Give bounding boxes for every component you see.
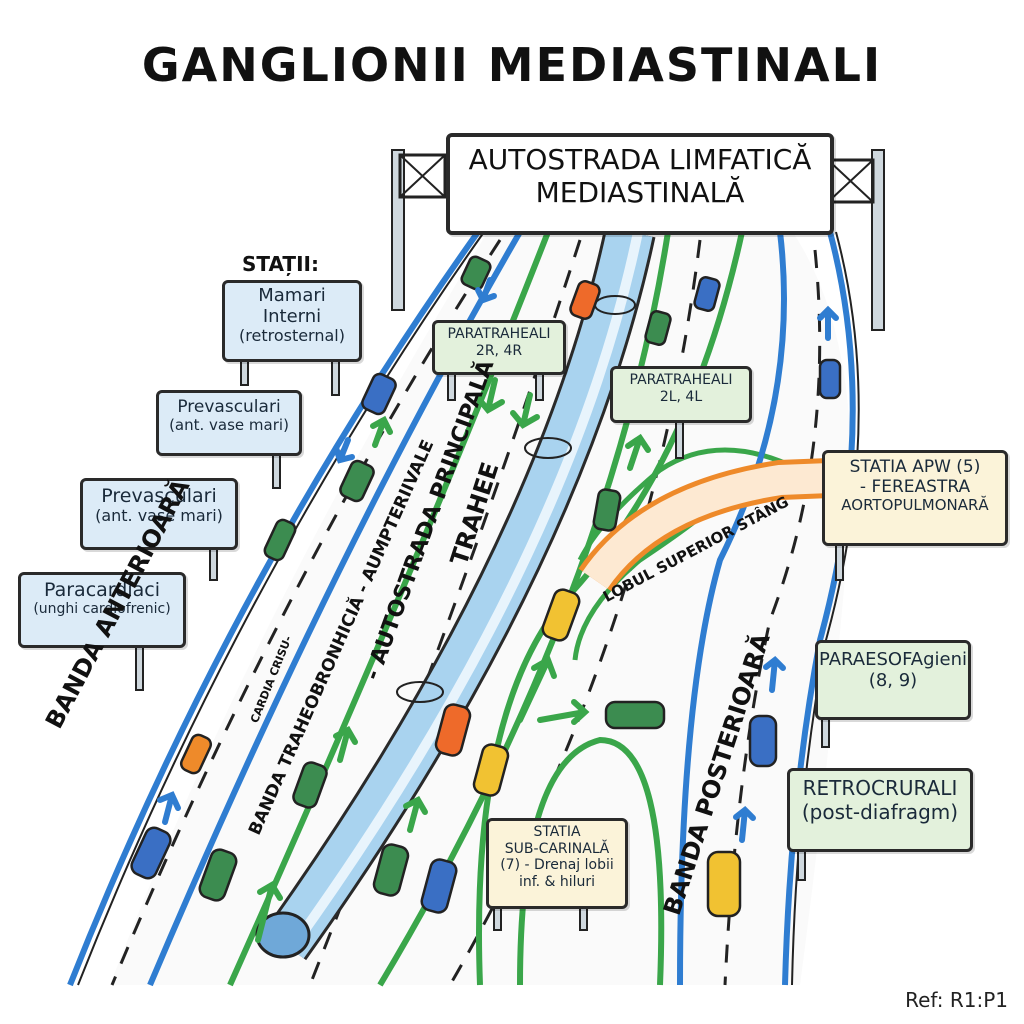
car — [569, 280, 601, 320]
sign-line: inf. & hiluri — [518, 873, 596, 890]
sign-line: (7) - Drenaj lobii — [500, 857, 614, 874]
anterior-lane-edge-outer — [67, 230, 481, 987]
sign-line: SUB-CARINALĂ — [504, 840, 610, 857]
sign-line: (retrosternal) — [239, 326, 345, 346]
stations-heading: STAȚII: — [242, 252, 319, 276]
car — [420, 858, 458, 914]
car — [292, 761, 328, 809]
arrow-icon — [333, 726, 358, 763]
sign-line: Prevasculari — [101, 485, 217, 507]
sign-paratraheali-right: PARATRAHEALI 2R, 4R — [432, 320, 566, 375]
car — [372, 843, 410, 897]
arrow-icon — [370, 415, 393, 448]
sign-line: PARATRAHEALI — [629, 372, 733, 388]
cars — [130, 255, 842, 918]
sign-line: Mamari — [258, 285, 326, 306]
left-upper-lobe-band-fill — [582, 463, 831, 589]
gantry-left-post — [391, 149, 405, 311]
arrow-icon — [475, 277, 497, 304]
car — [693, 276, 721, 312]
car — [541, 588, 581, 642]
sign-line: (unghi cardiofrenic) — [33, 601, 171, 618]
arrow-icon — [537, 699, 590, 725]
trachea-ring-1 — [524, 437, 572, 459]
arrow-icon — [517, 655, 557, 723]
sign-line: 2R, 4R — [475, 342, 523, 359]
car — [706, 850, 742, 918]
sign-paratraheali-left: PARATRAHEALI 2L, 4L — [610, 366, 752, 423]
sign-line: PARAESOFAgieni — [819, 649, 967, 670]
sign-prevasculari-upper: Prevasculari (ant. vase mari) — [156, 390, 302, 456]
posterior-lane-edge-inner — [677, 231, 787, 986]
sign-line: (post-diafragm) — [801, 799, 959, 824]
sign-paraesofagieni: PARAESOFAgieni (8, 9) — [815, 640, 971, 720]
sign-paracardiaci: Paracardiaci (unghi cardiofrenic) — [18, 572, 186, 648]
left-upper-lobe-loop — [577, 447, 802, 562]
trachea-pipe-highlight — [289, 230, 643, 948]
arrow-icon — [157, 791, 181, 825]
sign-posts — [135, 354, 844, 931]
car — [604, 700, 666, 730]
sign-line: (ant. vase mari) — [95, 506, 223, 526]
car — [361, 372, 397, 416]
car — [472, 743, 510, 797]
car — [263, 518, 297, 562]
lane-arrows-blue — [157, 277, 839, 843]
car — [198, 848, 238, 902]
anterior-lane-edge-outer-shadow — [77, 231, 485, 986]
sign-subcarinal: STATIA SUB-CARINALĂ (7) - Drenaj lobii i… — [486, 818, 628, 909]
car — [818, 358, 842, 400]
sign-line: STATIA — [533, 824, 581, 840]
page-title: GANGLIONII MEDIASTINALI — [141, 38, 883, 92]
reference-label: Ref: R1:P1 — [905, 988, 1008, 1012]
sign-line: RETROCRURALI — [802, 776, 958, 800]
arrow-icon — [817, 305, 839, 341]
arrow-icon — [510, 392, 540, 429]
lane-arrows — [255, 377, 651, 943]
arrow-icon — [403, 796, 428, 833]
trachea-ring-2 — [396, 681, 444, 703]
arrow-icon — [625, 433, 651, 471]
sign-prevasculari-lower: Prevasculari (ant. vase mari) — [80, 478, 238, 550]
sign-retrocrurali: RETROCRURALI (post-diafragm) — [787, 768, 973, 852]
trachea-pipe-fill — [266, 227, 653, 959]
sign-line: 2L, 4L — [659, 388, 703, 405]
sign-line: (ant. vase mari) — [169, 416, 289, 435]
sign-line: Paracardiaci — [44, 579, 160, 601]
arrow-icon — [475, 377, 505, 414]
car — [592, 488, 622, 532]
car — [339, 459, 375, 503]
sign-line: AORTOPULMONARĂ — [841, 496, 989, 515]
posterior-lane-edge-outer — [782, 231, 856, 986]
sign-line: (8, 9) — [868, 670, 918, 692]
sign-mamari-interni: Mamari Interni (retrosternal) — [222, 280, 362, 362]
sign-line: STATIA APW (5) — [849, 457, 981, 477]
gantry-line-1: AUTOSTRADA LIMFATICĂ — [468, 143, 812, 176]
gantry-right-post — [871, 149, 885, 331]
car — [179, 733, 213, 775]
gantry-right-truss-cross — [827, 159, 874, 203]
gantry-sign: AUTOSTRADA LIMFATICĂ MEDIASTINALĂ — [446, 133, 834, 235]
arrow-icon — [763, 656, 786, 693]
car — [460, 255, 492, 291]
sign-line: Interni — [262, 306, 322, 328]
car — [748, 714, 778, 768]
sign-apw: STATIA APW (5) - FEREASTRA AORTOPULMONAR… — [822, 450, 1008, 546]
gantry-left-truss-cross — [399, 154, 446, 198]
gantry-left-truss — [398, 153, 447, 199]
car — [644, 310, 672, 346]
gantry-line-2: MEDIASTINALĂ — [535, 176, 745, 210]
arrow-icon — [333, 437, 355, 464]
arrow-icon — [733, 806, 756, 843]
sign-line: PARATRAHEALI — [447, 326, 551, 342]
anterior-lane-dashes — [110, 239, 502, 986]
sign-line: Prevasculari — [177, 397, 281, 417]
car — [434, 703, 472, 757]
arrow-icon — [255, 880, 283, 943]
car — [130, 826, 172, 880]
sign-line: - FEREASTRA — [859, 477, 971, 498]
